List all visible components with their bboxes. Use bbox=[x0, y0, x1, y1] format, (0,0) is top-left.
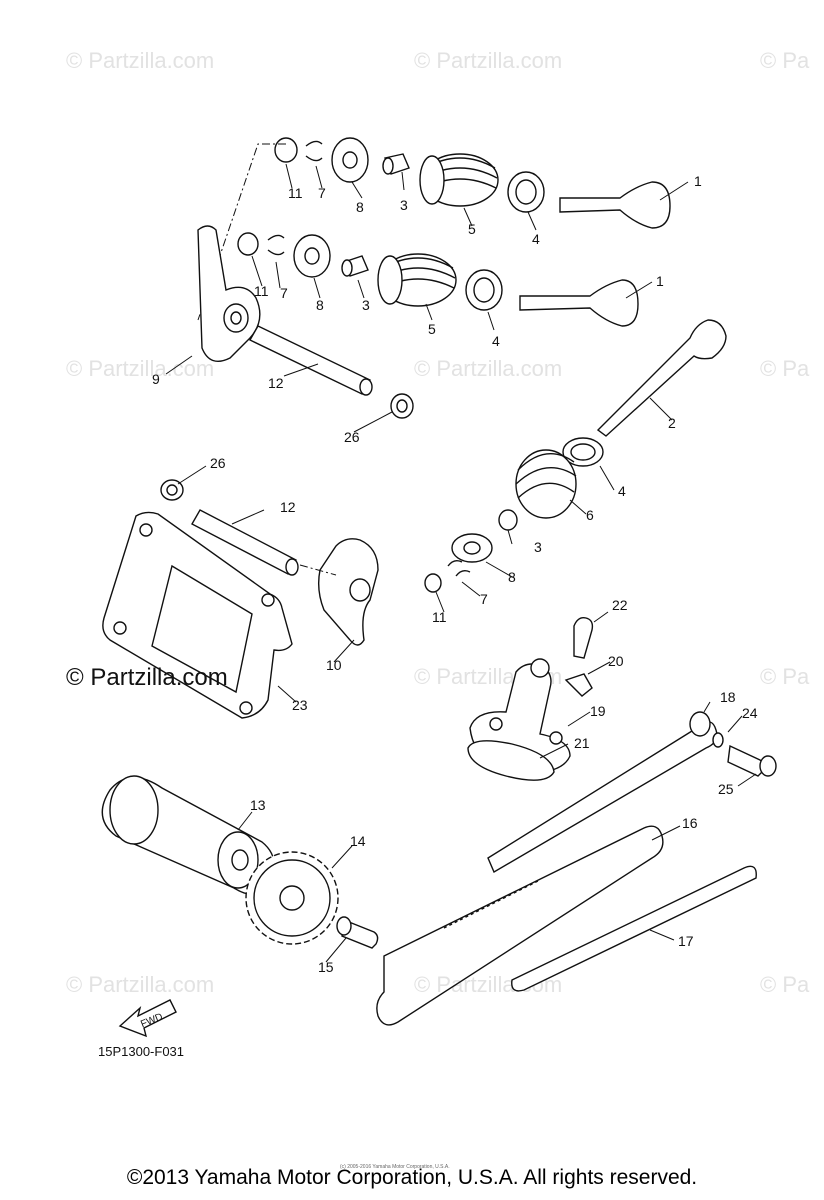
callout-4: 4 bbox=[618, 483, 626, 499]
spring-seat-4-lower bbox=[562, 437, 604, 467]
watermark: © Partzilla.com bbox=[66, 972, 215, 997]
spring-retainer-8-lower bbox=[451, 533, 493, 563]
copyright-notice: ©2013 Yamaha Motor Corporation, U.S.A. A… bbox=[126, 1166, 698, 1189]
callout-8: 8 bbox=[316, 297, 324, 313]
callout-17: 17 bbox=[678, 933, 694, 949]
watermark: © Partzilla.com bbox=[66, 48, 215, 73]
callout-6: 6 bbox=[586, 507, 594, 523]
valve-cotter-7-mid bbox=[267, 234, 285, 256]
valve-spring-5-mid bbox=[377, 253, 457, 307]
watermark: © Partzilla.com bbox=[66, 356, 215, 381]
callout-12: 12 bbox=[280, 499, 296, 515]
callout-24: 24 bbox=[742, 705, 758, 721]
callout-21: 21 bbox=[574, 735, 590, 751]
valve-2 bbox=[596, 319, 727, 437]
watermark: © Pa bbox=[760, 356, 810, 381]
callout-7: 7 bbox=[480, 591, 488, 607]
rocker-arm-9 bbox=[197, 225, 261, 362]
spring-retainer-8-mid bbox=[293, 234, 331, 278]
watermark: © Partzilla.com bbox=[414, 48, 563, 73]
gasket-21 bbox=[467, 740, 555, 781]
forward-arrow-icon: FWD bbox=[118, 999, 177, 1038]
callout-3: 3 bbox=[362, 297, 370, 313]
callout-26: 26 bbox=[210, 455, 226, 471]
bolt-25 bbox=[727, 744, 777, 777]
washer-26-lower bbox=[160, 479, 184, 501]
rocker-arm-10 bbox=[317, 538, 379, 646]
callout-1: 1 bbox=[656, 273, 664, 289]
callout-12: 12 bbox=[268, 375, 284, 391]
camshaft-13 bbox=[101, 775, 276, 896]
spring-retainer-8-top bbox=[331, 137, 369, 183]
valve-1-mid bbox=[519, 279, 639, 327]
callout-10: 10 bbox=[326, 657, 342, 673]
callout-5: 5 bbox=[468, 221, 476, 237]
watermark: © Pa bbox=[760, 664, 810, 689]
callout-3: 3 bbox=[534, 539, 542, 555]
callout-16: 16 bbox=[682, 815, 698, 831]
rocker-shaft-12-lower bbox=[191, 509, 299, 576]
spring-seat-4-mid bbox=[465, 269, 503, 311]
callout-4: 4 bbox=[492, 333, 500, 349]
callout-2: 2 bbox=[668, 415, 676, 431]
partzilla-watermark: © Partzilla.com bbox=[66, 664, 228, 691]
callout-11: 11 bbox=[254, 283, 269, 299]
stem-seal-3-lower bbox=[498, 509, 518, 531]
callout-8: 8 bbox=[508, 569, 516, 585]
watermark: © Partzilla.com bbox=[414, 356, 563, 381]
cylinder-head-gasket-23 bbox=[102, 511, 293, 719]
callout-23: 23 bbox=[292, 697, 308, 713]
callout-5: 5 bbox=[428, 321, 436, 337]
bolt-15 bbox=[336, 916, 379, 949]
cam-sprocket-14 bbox=[245, 851, 339, 945]
valve-cap-11-mid bbox=[237, 232, 259, 256]
cam-chain-16 bbox=[376, 825, 664, 1026]
callout-4: 4 bbox=[532, 231, 540, 247]
spring-seat-4-top bbox=[507, 171, 545, 213]
stem-seal-3-mid bbox=[341, 255, 369, 277]
callout-22: 22 bbox=[612, 597, 628, 613]
watermark: © Pa bbox=[760, 48, 810, 73]
callout-14: 14 bbox=[350, 833, 366, 849]
valve-cap-11-lower bbox=[424, 573, 442, 593]
chain-guide-18 bbox=[487, 711, 718, 874]
rocker-shaft-12-upper bbox=[249, 325, 373, 396]
stopper-20 bbox=[564, 673, 593, 697]
valve-cotter-7-top bbox=[305, 140, 323, 162]
valve-cap-11-top bbox=[274, 137, 298, 163]
callout-18: 18 bbox=[720, 689, 736, 705]
callout-3: 3 bbox=[400, 197, 408, 213]
watermark: © Pa bbox=[760, 972, 810, 997]
callout-7: 7 bbox=[318, 185, 326, 201]
valve-1-top bbox=[559, 181, 671, 229]
washer-26-upper bbox=[390, 393, 414, 419]
callout-26: 26 bbox=[344, 429, 360, 445]
valve-spring-6 bbox=[515, 449, 577, 519]
tiny-credit: (c) 2005-2016 Yamaha Motor Corporation, … bbox=[340, 1164, 450, 1170]
callout-19: 19 bbox=[590, 703, 606, 719]
callout-13: 13 bbox=[250, 797, 266, 813]
callout-9: 9 bbox=[152, 371, 160, 387]
chain-guide-17 bbox=[511, 865, 757, 992]
callout-15: 15 bbox=[318, 959, 334, 975]
callout-20: 20 bbox=[608, 653, 624, 669]
callout-11: 11 bbox=[432, 609, 447, 625]
callout-1: 1 bbox=[694, 173, 702, 189]
valve-cotter-7-lower bbox=[447, 559, 471, 577]
callout-7: 7 bbox=[280, 285, 288, 301]
valve-spring-5-top bbox=[419, 153, 499, 207]
stem-seal-3-top bbox=[382, 153, 410, 175]
callout-8: 8 bbox=[356, 199, 364, 215]
o-ring-24 bbox=[712, 732, 724, 748]
callout-25: 25 bbox=[718, 781, 734, 797]
callout-11: 11 bbox=[288, 185, 303, 201]
bolt-22 bbox=[573, 616, 594, 659]
reference-code: 15P1300-F031 bbox=[98, 1044, 185, 1059]
